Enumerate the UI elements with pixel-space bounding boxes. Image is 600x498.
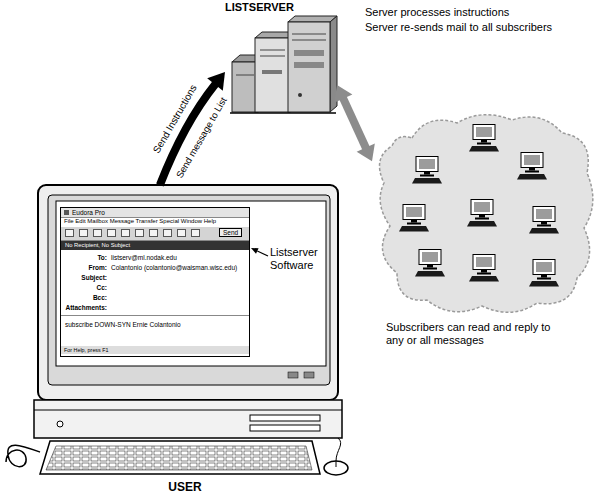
window-icon — [64, 210, 69, 215]
server-unit — [236, 75, 254, 76]
arrow-head — [357, 143, 375, 161]
server-unit — [288, 16, 337, 22]
window-title: Eudora Pro — [72, 209, 105, 216]
field-value: listserv@ml.nodak.edu — [111, 254, 177, 261]
leader-arrow — [257, 251, 268, 256]
computer-case — [57, 421, 63, 427]
user-monitor — [288, 372, 298, 378]
field-label: Attachments: — [61, 304, 107, 311]
server-heading: LISTSERVER — [225, 1, 294, 14]
server-unit — [288, 22, 330, 112]
user-monitor — [38, 185, 338, 400]
leader-arrow — [251, 248, 259, 254]
user-monitor — [48, 195, 330, 385]
server-unit — [260, 56, 285, 57]
server-unit — [262, 70, 282, 74]
server-note: Server re-sends mail to all subscribers — [365, 21, 552, 34]
server-unit — [230, 16, 337, 113]
leader-arrow — [251, 248, 268, 256]
header-rule — [61, 315, 249, 316]
toolbar-icon — [93, 229, 102, 237]
toolbar-icon — [135, 229, 144, 237]
mouse — [336, 461, 337, 467]
computer-case — [34, 400, 342, 438]
server-unit — [260, 50, 285, 51]
arrow-head — [207, 72, 225, 91]
cloud-outline — [415, 250, 445, 277]
mail-window: Eudora ProFile Edit Mailbox Message Tran… — [60, 207, 250, 357]
user-monitor — [56, 201, 326, 366]
computer-case — [34, 400, 342, 438]
mouse — [324, 438, 348, 475]
cloud-outline — [372, 108, 598, 318]
server-unit — [255, 38, 290, 112]
cloud-outline — [469, 255, 499, 282]
window-subtitle: No Recipient, No Subject — [61, 241, 249, 250]
user-monitor — [304, 372, 314, 378]
toolbar-icon — [163, 229, 172, 237]
server-unit — [230, 112, 336, 114]
server-unit — [292, 40, 326, 41]
cloud-outline — [412, 157, 442, 184]
toolbar-icon — [79, 229, 88, 237]
toolbar-icon — [107, 229, 116, 237]
keyboard — [40, 441, 320, 474]
cable — [6, 445, 40, 466]
field-label: From: — [61, 264, 107, 271]
arrow-head — [334, 85, 352, 103]
cloud-outline — [517, 153, 547, 180]
connector-arrow — [334, 85, 375, 161]
toolbar-icon — [65, 229, 74, 237]
mouse — [336, 438, 341, 461]
subscriber-note: Subscribers can read and reply to any or… — [386, 321, 571, 346]
computer-case — [34, 410, 342, 411]
send-button: Send — [219, 228, 242, 237]
computer-case — [250, 415, 320, 421]
user-label: USER — [140, 481, 230, 495]
cloud-outline — [380, 115, 593, 313]
keyboard — [40, 441, 320, 474]
server-unit — [294, 50, 324, 56]
cable — [6, 445, 40, 466]
toolbar-icon — [177, 229, 186, 237]
cloud-outline — [469, 125, 499, 152]
message-body: subscribe DOWN-SYN Ernie Colantonio — [65, 321, 181, 328]
server-node: LISTSERVERServer processes instructionsS… — [225, 0, 337, 118]
cloud-outline — [399, 205, 429, 232]
user-computer: USER Eudora ProFile Edit Mailbox Message … — [30, 185, 340, 498]
server-note: Server processes instructions — [365, 6, 509, 19]
keyboard — [46, 446, 312, 470]
field-label: Cc: — [61, 284, 107, 291]
menu-bar: File Edit Mailbox Message Transfer Speci… — [64, 218, 216, 225]
field-value: Colantonio (colantonio@waisman.wisc.edu) — [111, 264, 237, 271]
cloud-outline — [529, 260, 559, 287]
mouse — [324, 461, 348, 475]
field-label: Subject: — [61, 274, 107, 281]
server-unit — [232, 62, 258, 112]
connector-line — [343, 98, 366, 149]
cloud-outline — [467, 200, 497, 227]
server-unit — [294, 62, 324, 68]
toolbar-icon — [191, 229, 200, 237]
callout-label: Listserver Software — [270, 246, 328, 271]
computer-case — [250, 425, 320, 431]
toolbar-icon — [149, 229, 158, 237]
server-unit — [298, 93, 302, 97]
user-monitor — [38, 185, 338, 400]
field-label: To: — [61, 254, 107, 261]
field-label: Bcc: — [61, 294, 107, 301]
subscriber-cloud: Subscribers can read and reply to any or… — [372, 108, 598, 350]
cloud-outline — [529, 207, 559, 234]
server-unit — [292, 34, 326, 35]
status-bar: For Help, press F1 — [61, 346, 249, 354]
toolbar-icon — [121, 229, 130, 237]
